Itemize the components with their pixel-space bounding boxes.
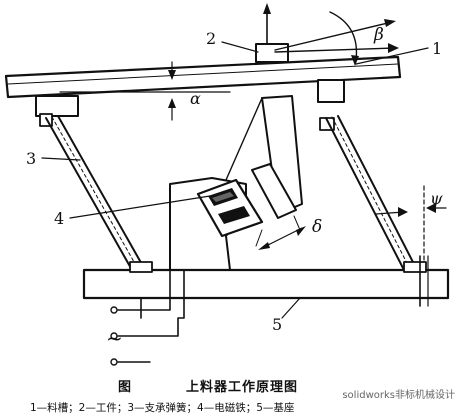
figure-number: 图 [118, 380, 132, 395]
electromagnet-coil-lower [218, 206, 250, 224]
beta-arc [329, 11, 358, 61]
figure-caption: 图 上料器工作原理图 [0, 376, 461, 396]
electromagnet-coil-upper [208, 188, 238, 206]
right-foot-bolt [403, 261, 427, 273]
label-psi: ψ [430, 189, 443, 208]
trough-inner-edge [7, 63, 399, 85]
label-beta: β [373, 25, 384, 45]
label-ac-symbol: ~ [106, 326, 123, 350]
alpha-arrowhead-bottom [168, 98, 176, 108]
leader-3 [41, 157, 81, 161]
left-spring-center [51, 116, 139, 270]
leader-4 [69, 195, 211, 219]
terminal-1 [110, 306, 118, 314]
left-spring-edge-a [45, 117, 133, 271]
armature-link [225, 97, 263, 181]
psi-arrowhead-left [398, 207, 408, 217]
base-block [82, 268, 450, 300]
beta-arc-arrowhead [351, 55, 359, 66]
delta-extension-1 [255, 229, 263, 247]
label-2: 2 [206, 29, 216, 48]
workpiece [255, 43, 289, 63]
power-lead-2 [117, 269, 185, 337]
label-1: 1 [432, 39, 442, 58]
leader-2 [221, 41, 259, 53]
beta-arrowhead-1 [384, 19, 396, 27]
electromagnet-coil-upper-inner [212, 192, 234, 202]
label-4: 4 [54, 209, 64, 228]
label-delta: δ [312, 217, 322, 237]
right-bracket [317, 79, 345, 103]
alpha-arrowhead-top [168, 70, 176, 80]
figure-title: 上料器工作原理图 [186, 380, 299, 395]
delta-arrowhead-b [296, 226, 306, 236]
watermark-text: solidworks非标机械设计 [342, 390, 455, 401]
terminal-2 [110, 332, 118, 340]
psi-arrowhead-right [426, 203, 436, 213]
right-spring-edge-a [325, 117, 405, 271]
power-lead-1 [117, 269, 171, 311]
armature [251, 163, 297, 219]
trough-plate [4, 55, 402, 99]
left-foot-bolt [129, 261, 153, 273]
right-spring-edge-b [337, 115, 417, 269]
delta-arrowhead-a [258, 242, 270, 250]
delta-extension-2 [293, 215, 301, 231]
leader-5 [281, 297, 301, 319]
label-5: 5 [272, 315, 282, 334]
left-spring-edge-b [57, 115, 145, 269]
right-spring-center [331, 116, 411, 270]
terminal-3 [110, 358, 118, 366]
leader-1 [355, 47, 429, 65]
left-bracket [35, 95, 79, 117]
label-alpha: α [190, 89, 201, 108]
workpiece-up-arrowhead [263, 3, 271, 14]
beta-line-1 [274, 21, 393, 51]
label-3: 3 [26, 149, 36, 168]
figure-legend: 1—料槽；2—工件；3—支承弹簧；4—电磁铁；5—基座 [30, 402, 295, 414]
beta-arrowhead-2 [388, 43, 399, 53]
beta-line-2 [274, 47, 396, 53]
